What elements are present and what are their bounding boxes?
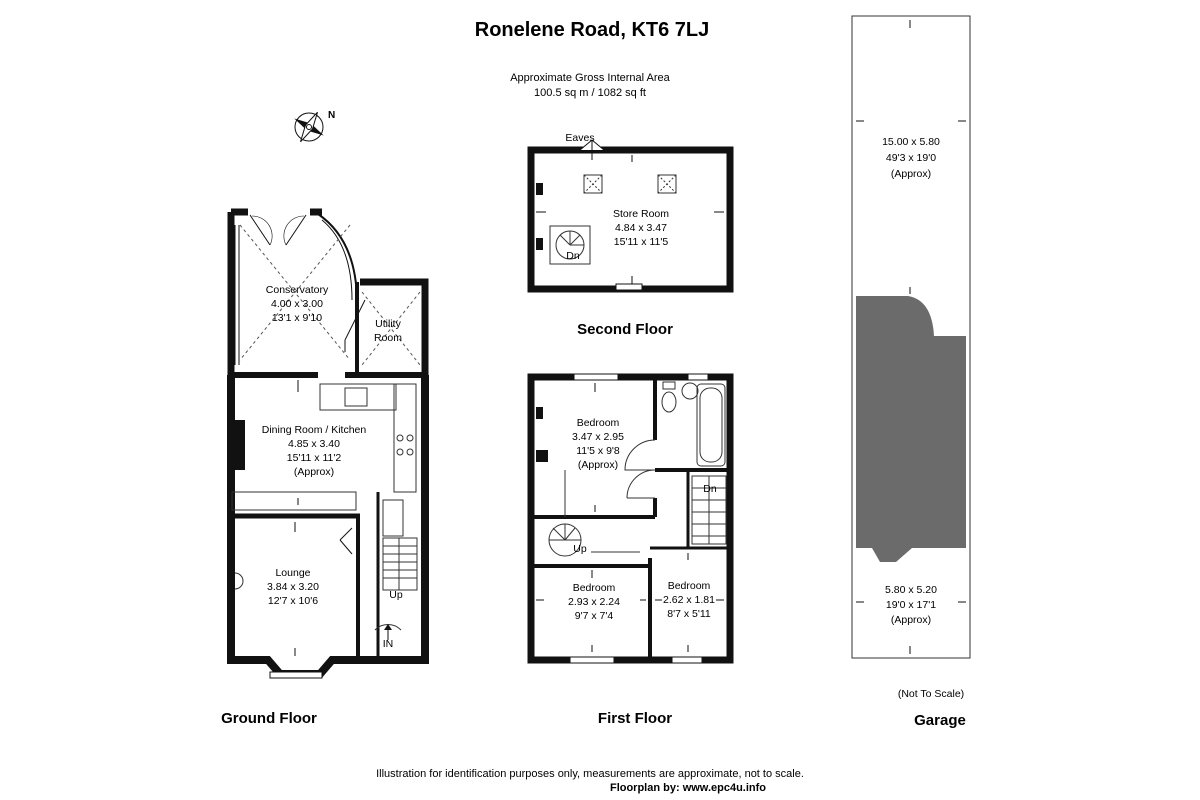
- conservatory-name: Conservatory: [266, 284, 329, 296]
- ground-stairs-up-label: Up: [389, 589, 403, 601]
- second-floor-plan: [527, 139, 734, 293]
- page-title: Ronelene Road, KT6 7LJ: [475, 19, 710, 41]
- dining-imperial: 15'11 x 11'2: [287, 452, 342, 464]
- garage-top-imperial: 49'3 x 19'0: [886, 152, 936, 164]
- bedroom2-name: Bedroom: [573, 582, 616, 594]
- conservatory-imperial: 13'1 x 9'10: [272, 312, 322, 324]
- bedroom2-imperial: 9'7 x 7'4: [575, 610, 614, 622]
- ground-floor-label: Ground Floor: [221, 710, 317, 727]
- compass-icon: [294, 111, 324, 143]
- garage-bottom-note: (Approx): [891, 614, 931, 626]
- store-imperial: 15'11 x 11'5: [614, 236, 669, 248]
- bedroom1-note: (Approx): [578, 459, 618, 471]
- store-metric: 4.84 x 3.47: [615, 222, 667, 234]
- first-floor-label: First Floor: [598, 710, 672, 727]
- area-value: 100.5 sq m / 1082 sq ft: [534, 87, 646, 99]
- floorplan-credit: Floorplan by: www.epc4u.info: [610, 782, 766, 794]
- store-stairs-down-label: Dn: [566, 250, 580, 262]
- eaves-label: Eaves: [565, 132, 594, 144]
- bedroom3-name: Bedroom: [668, 580, 711, 592]
- lounge-name: Lounge: [275, 567, 310, 579]
- bedroom1-name: Bedroom: [577, 417, 620, 429]
- dining-metric: 4.85 x 3.40: [288, 438, 340, 450]
- front-entrance-label: IN: [383, 638, 394, 650]
- compass-north-label: N: [328, 110, 335, 121]
- area-heading: Approximate Gross Internal Area: [510, 72, 670, 84]
- first-stairs-down-label: Dn: [703, 483, 717, 495]
- utility-name-line1: Utility: [375, 318, 401, 330]
- bedroom2-metric: 2.93 x 2.24: [568, 596, 620, 608]
- first-floor-plan: [527, 373, 734, 664]
- bedroom1-imperial: 11'5 x 9'8: [576, 445, 620, 457]
- dining-note: (Approx): [294, 466, 334, 478]
- bedroom3-imperial: 8'7 x 5'11: [667, 608, 711, 620]
- garage-bottom-metric: 5.80 x 5.20: [885, 584, 937, 596]
- garage-top-note: (Approx): [891, 168, 931, 180]
- garage-label: Garage: [914, 712, 966, 729]
- conservatory-metric: 4.00 x 3.00: [271, 298, 323, 310]
- garage-top-metric: 15.00 x 5.80: [882, 136, 940, 148]
- not-to-scale-note: (Not To Scale): [898, 688, 964, 700]
- store-name: Store Room: [613, 208, 669, 220]
- first-stairs-up-label: Up: [573, 543, 587, 555]
- ground-floor-plan: [227, 208, 429, 679]
- lounge-imperial: 12'7 x 10'6: [268, 595, 318, 607]
- utility-name-line2: Room: [374, 332, 402, 344]
- garage-plan: [851, 15, 971, 659]
- garage-bottom-imperial: 19'0 x 17'1: [886, 599, 936, 611]
- lounge-metric: 3.84 x 3.20: [267, 581, 319, 593]
- bedroom3-metric: 2.62 x 1.81: [663, 594, 715, 606]
- second-floor-label: Second Floor: [577, 321, 673, 338]
- disclaimer-text: Illustration for identification purposes…: [376, 768, 804, 780]
- dining-name: Dining Room / Kitchen: [262, 424, 367, 436]
- bedroom1-metric: 3.47 x 2.95: [572, 431, 624, 443]
